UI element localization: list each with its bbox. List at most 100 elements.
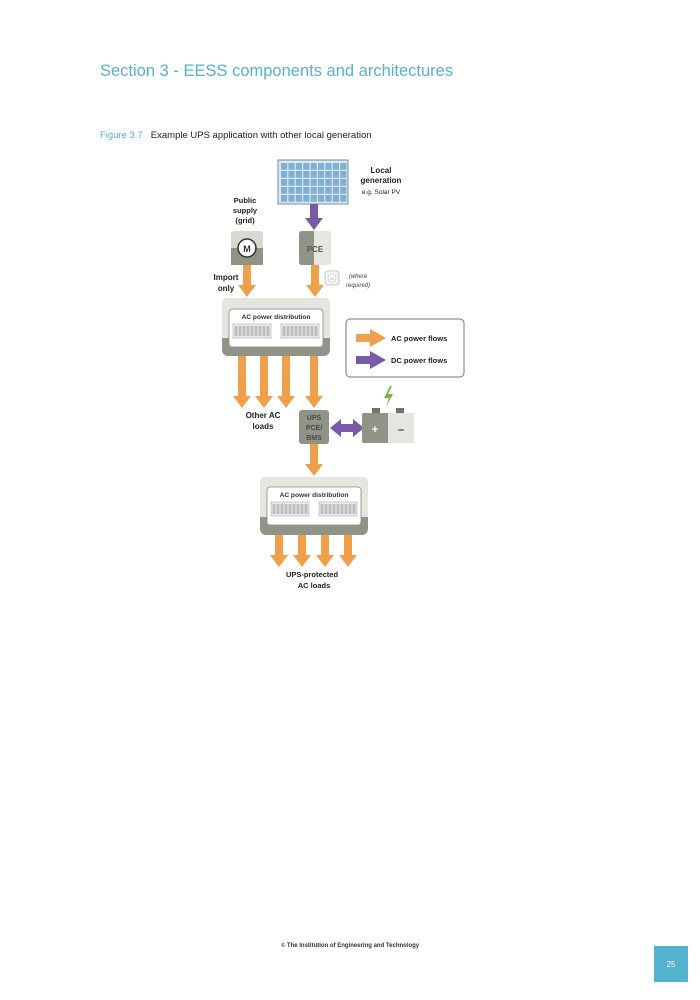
solar-cell (281, 187, 288, 194)
breaker (282, 326, 286, 336)
solar-cell (288, 179, 295, 186)
local-generation-example: e.g. Solar PV (362, 189, 401, 196)
breaker (258, 326, 262, 336)
breaker (284, 504, 288, 514)
breaker (262, 326, 266, 336)
solar-cell (281, 179, 288, 186)
breaker (246, 326, 250, 336)
solar-cell (340, 187, 347, 194)
breaker (304, 504, 308, 514)
legend-ac-swatch (356, 329, 386, 347)
breaker (242, 326, 246, 336)
figure-number: Figure 3.7 (100, 130, 143, 141)
breaker (296, 504, 300, 514)
breaker (352, 504, 356, 514)
grid-meter: M (231, 231, 263, 265)
solar-cell (295, 163, 302, 170)
ac-distribution-bottom: AC power distribution (260, 477, 368, 535)
lightning-icon (384, 386, 393, 407)
public-supply-line3: (grid) (235, 216, 255, 225)
ups-protected-line1: UPS-protected (286, 570, 339, 579)
breaker (250, 326, 254, 336)
breaker (272, 504, 276, 514)
solar-cell (318, 171, 325, 178)
breaker (266, 326, 270, 336)
solar-cell (325, 195, 332, 202)
ac-arrow-ups-to-distribution (305, 444, 323, 476)
optional-meter-letter: M (330, 276, 333, 281)
legend-dc-swatch (356, 351, 386, 369)
solar-cell (303, 163, 310, 170)
breaker (294, 326, 298, 336)
battery-minus: – (398, 424, 404, 436)
breaker (234, 326, 238, 336)
ups-protected-line2: AC loads (298, 581, 331, 590)
solar-cell (288, 171, 295, 178)
ac-arrows-protected-loads (270, 535, 357, 567)
solar-cell (318, 187, 325, 194)
solar-cell (310, 163, 317, 170)
where-required-line2: required) (346, 283, 370, 289)
where-required-line1: (where (349, 274, 368, 280)
solar-cell (310, 171, 317, 178)
solar-cell (332, 187, 339, 194)
solar-panel-icon (277, 159, 349, 205)
other-ac-loads-line2: loads (253, 422, 274, 431)
pce-label: PCE (307, 245, 324, 254)
solar-cell (340, 171, 347, 178)
breaker (302, 326, 306, 336)
figure-caption-text: Example UPS application with other local… (150, 130, 372, 141)
public-supply-line2: supply (233, 206, 258, 215)
solar-cell (310, 195, 317, 202)
pce-block: PCE (299, 231, 331, 265)
breaker (286, 326, 290, 336)
ups-line1: UPS (307, 415, 322, 422)
ac-arrow-pce-to-distribution (306, 265, 324, 297)
solar-cell (325, 171, 332, 178)
breaker (336, 504, 340, 514)
public-supply-line1: Public (234, 196, 257, 205)
breaker (276, 504, 280, 514)
breaker (254, 326, 258, 336)
solar-cell (295, 171, 302, 178)
solar-cell (325, 187, 332, 194)
solar-cell (332, 163, 339, 170)
dc-arrow-ups-battery (330, 419, 364, 437)
solar-cell (295, 187, 302, 194)
solar-cell (288, 187, 295, 194)
ac-arrow-to-ups (305, 356, 323, 408)
section-heading: Section 3 - EESS components and architec… (100, 62, 454, 80)
breaker (300, 504, 304, 514)
breaker (348, 504, 352, 514)
breaker (328, 504, 332, 514)
figure-caption: Figure 3.7 Example UPS application with o… (100, 130, 372, 141)
ac-distribution-top-label: AC power distribution (242, 314, 311, 321)
solar-cell (288, 195, 295, 202)
ups-line3: BMS (306, 435, 322, 442)
legend: AC power flows DC power flows (345, 318, 465, 378)
ups-line2: PCE/ (306, 425, 322, 432)
import-only-line1: Import (214, 273, 239, 282)
breaker (280, 504, 284, 514)
page-number: 25 (654, 946, 688, 982)
solar-cell (318, 195, 325, 202)
local-generation-line2: generation (361, 176, 402, 185)
breaker (290, 326, 294, 336)
solar-cell (281, 195, 288, 202)
solar-cell (340, 163, 347, 170)
solar-cell (325, 163, 332, 170)
solar-cell (303, 195, 310, 202)
breaker (320, 504, 324, 514)
ac-arrows-other-loads (233, 356, 295, 408)
breaker (298, 326, 302, 336)
breaker (324, 504, 328, 514)
breaker (306, 326, 310, 336)
solar-cell (318, 179, 325, 186)
battery-plus: + (372, 424, 378, 436)
dc-arrow-solar-to-pce (305, 204, 323, 230)
ac-distribution-bottom-label: AC power distribution (280, 492, 349, 499)
ac-arrow-grid-import (238, 265, 256, 297)
breaker (292, 504, 296, 514)
local-generation-line1: Local (371, 166, 392, 175)
